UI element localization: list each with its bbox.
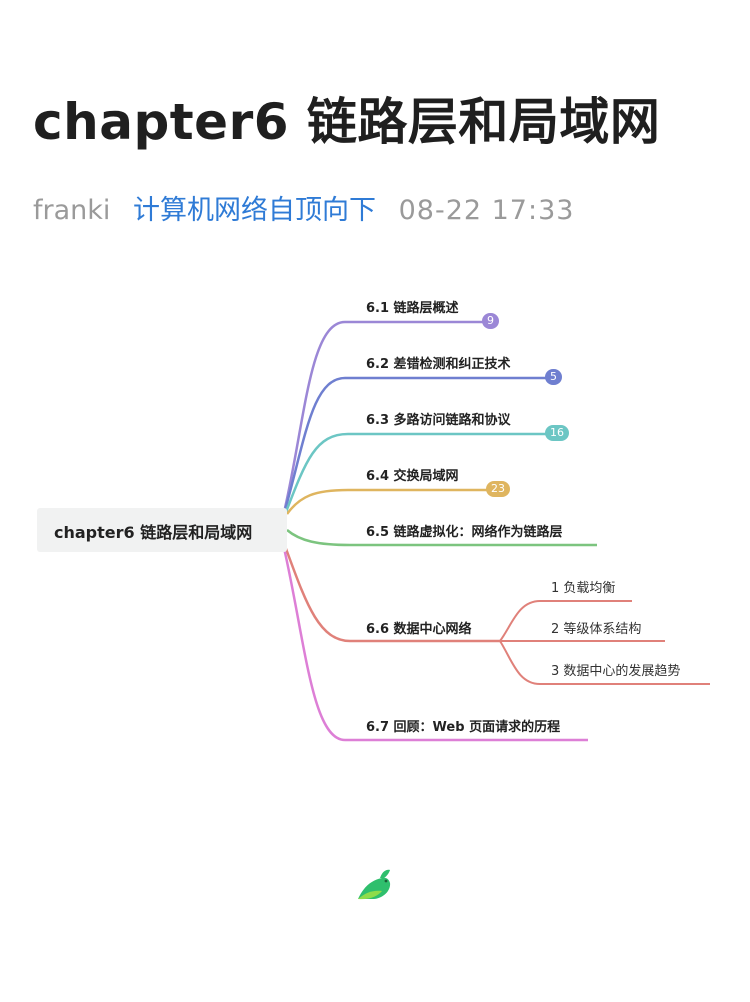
count-badge-6-1[interactable]: 9 xyxy=(482,313,499,329)
page-title: chapter6 链路层和局域网 xyxy=(33,93,661,151)
sub-line-3 xyxy=(499,640,710,685)
node-6-7[interactable]: 6.7 回顾：Web 页面请求的历程 xyxy=(366,720,561,735)
bird-logo-icon xyxy=(356,866,394,902)
count-badge-6-4[interactable]: 23 xyxy=(486,481,510,497)
author-name[interactable]: franki xyxy=(33,195,111,226)
count-badge-6-3[interactable]: 16 xyxy=(545,425,569,441)
branch-line-6-4 xyxy=(285,488,496,515)
branch-line-6-3 xyxy=(284,432,556,513)
node-6-5[interactable]: 6.5 链路虚拟化：网络作为链路层 xyxy=(366,525,563,540)
branch-line-6-6 xyxy=(283,545,500,643)
node-6-6-2[interactable]: 2 等级体系结构 xyxy=(551,622,642,637)
node-6-6-1[interactable]: 1 负载均衡 xyxy=(551,581,616,596)
node-6-4[interactable]: 6.4 交换局域网 xyxy=(366,469,459,484)
branch-line-6-5 xyxy=(286,529,597,547)
branch-line-6-1 xyxy=(283,320,490,509)
category-link[interactable]: 计算机网络自顶向下 xyxy=(133,195,376,226)
article-meta: franki 计算机网络自顶向下 08-22 17:33 xyxy=(33,188,588,227)
branch-line-6-7 xyxy=(282,547,588,742)
node-6-6[interactable]: 6.6 数据中心网络 xyxy=(366,622,472,637)
node-6-2[interactable]: 6.2 差错检测和纠正技术 xyxy=(366,357,511,372)
node-6-1[interactable]: 6.1 链路层概述 xyxy=(366,301,459,316)
count-badge-6-2[interactable]: 5 xyxy=(545,369,562,385)
publish-time: 08-22 17:33 xyxy=(398,195,575,226)
node-6-3[interactable]: 6.3 多路访问链路和协议 xyxy=(366,413,511,428)
node-6-6-3[interactable]: 3 数据中心的发展趋势 xyxy=(551,664,681,679)
root-node[interactable] xyxy=(37,508,287,552)
sub-line-1 xyxy=(499,600,632,642)
branch-line-6-2 xyxy=(283,376,552,511)
root-node-label: chapter6 链路层和局域网 xyxy=(54,523,253,542)
